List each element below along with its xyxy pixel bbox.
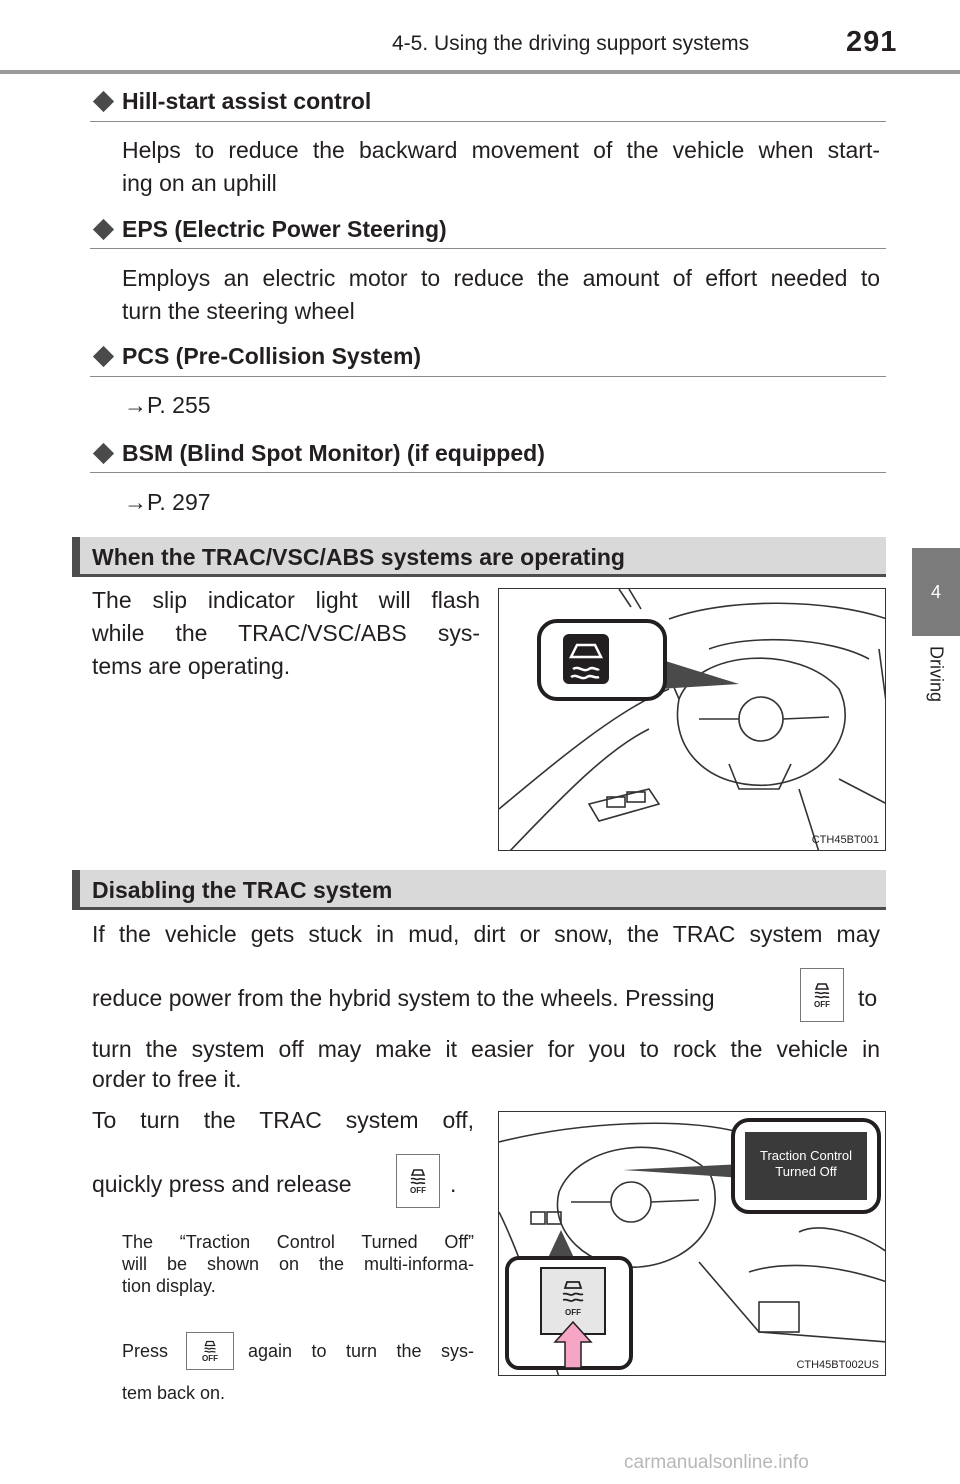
- trac-off-button-icon: OFF: [396, 1154, 440, 1208]
- note-line: will be shown on the multi-informa-: [122, 1254, 474, 1274]
- section-heading-underline: [72, 907, 886, 910]
- page-reference-link[interactable]: →P. 297: [124, 489, 211, 515]
- dashboard-illustration: [499, 589, 885, 850]
- running-header-section: 4-5. Using the driving support systems: [392, 32, 750, 55]
- note-line: tem back on.: [122, 1383, 226, 1403]
- item-title-hill-start: Hill-start assist control: [122, 88, 372, 114]
- section2-step-line: To turn the TRAC system off,: [92, 1107, 474, 1133]
- trac-off-button-icon: OFF: [186, 1332, 234, 1370]
- section2-para-line: order to free it.: [92, 1066, 242, 1092]
- item-title-pcs: PCS (Pre-Collision System): [122, 343, 422, 369]
- section2-step-line: quickly press and release: [92, 1171, 352, 1197]
- note-line: Press: [122, 1341, 169, 1361]
- section2-para-line: reduce power from the hybrid system to t…: [92, 985, 715, 1011]
- slip-icon: [814, 982, 830, 998]
- header-rule: [0, 70, 960, 74]
- item-body-line: Employs an electric motor to reduce the …: [122, 265, 880, 291]
- item-body-line: Helps to reduce the backward movement of…: [122, 137, 880, 163]
- multi-information-display: [745, 1132, 867, 1200]
- item-divider: [90, 376, 886, 377]
- watermark: carmanualsonline.info: [624, 1452, 809, 1473]
- chapter-tab[interactable]: 4: [912, 548, 960, 636]
- section2-para-line: turn the system off may make it easier f…: [92, 1036, 880, 1062]
- figure-code: CTH45BT002US: [796, 1359, 879, 1371]
- chapter-tab-label: Driving: [926, 646, 947, 703]
- item-title-bsm: BSM (Blind Spot Monitor) (if equipped): [122, 440, 545, 466]
- section-heading-disabling-trac: Disabling the TRAC system: [72, 870, 886, 910]
- section1-body-line: while the TRAC/VSC/ABS sys-: [92, 620, 480, 646]
- switch-off-label: OFF: [565, 1308, 581, 1317]
- display-text: Traction Control: [760, 1148, 852, 1163]
- section2-para-line: If the vehicle gets stuck in mud, dirt o…: [92, 921, 880, 947]
- section-heading-text: When the TRAC/VSC/ABS systems are operat…: [92, 544, 625, 570]
- section2-step-line: .: [450, 1171, 457, 1197]
- diamond-bullet-icon: [92, 345, 115, 368]
- note-line: The “Traction Control Turned Off”: [122, 1232, 474, 1252]
- section-heading-trac-vsc-abs: When the TRAC/VSC/ABS systems are operat…: [72, 537, 886, 577]
- page-reference-link[interactable]: →P. 255: [124, 392, 211, 418]
- item-title-eps: EPS (Electric Power Steering): [122, 216, 447, 242]
- slip-icon: [204, 1340, 216, 1353]
- section1-body-line: The slip indicator light will flash: [92, 587, 480, 613]
- item-divider: [90, 121, 886, 122]
- figure-traction-control-off: Traction Control Turned Off OFF CTH45BT0…: [498, 1111, 886, 1376]
- diamond-bullet-icon: [92, 442, 115, 465]
- section1-body-line: tems are operating.: [92, 653, 291, 679]
- press-arrow-icon: [553, 1320, 593, 1369]
- button-off-label: OFF: [410, 1185, 426, 1195]
- figure-dashboard-slip-indicator: CTH45BT001: [498, 588, 886, 851]
- slip-icon: [410, 1168, 426, 1184]
- button-off-label: OFF: [202, 1353, 218, 1363]
- item-body-line: turn the steering wheel: [122, 298, 355, 324]
- note-line: tion display.: [122, 1276, 216, 1296]
- diamond-bullet-icon: [92, 90, 115, 113]
- item-divider: [90, 248, 886, 249]
- note-line: again to turn the sys-: [248, 1341, 474, 1361]
- button-off-label: OFF: [814, 999, 830, 1009]
- trac-off-button-icon: OFF: [800, 968, 844, 1022]
- display-text: Turned Off: [775, 1164, 837, 1179]
- diamond-bullet-icon: [92, 218, 115, 241]
- slip-indicator-icon: [563, 634, 609, 684]
- page-number: 291: [846, 26, 898, 58]
- section-heading-text: Disabling the TRAC system: [92, 877, 393, 903]
- item-divider: [90, 472, 886, 473]
- item-body-line: ing on an uphill: [122, 170, 277, 196]
- section-heading-underline: [72, 574, 886, 577]
- section2-para-line: to: [858, 985, 878, 1011]
- figure-code: CTH45BT001: [811, 834, 879, 846]
- dashboard-illustration: Traction Control Turned Off OFF: [499, 1118, 885, 1375]
